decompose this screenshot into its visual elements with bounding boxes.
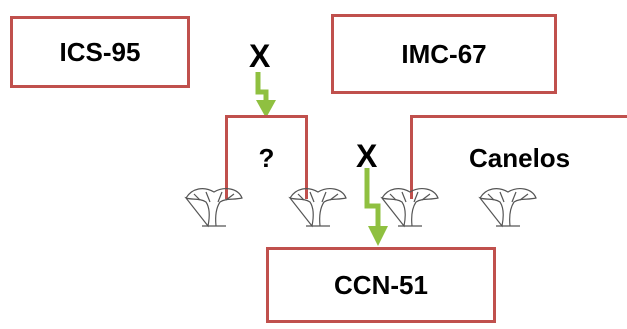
cross-symbol-1: X (249, 38, 271, 74)
cross-symbol-2: X (356, 138, 378, 174)
node-ics95: ICS-95 (10, 16, 190, 88)
tree-icon (380, 188, 439, 228)
cross-arrow-2 (364, 168, 388, 246)
node-unknown-label: ? (258, 143, 275, 173)
node-ccn51-label: CCN-51 (334, 269, 428, 300)
node-canelos-label: Canelos (469, 143, 571, 173)
cross-arrow-1 (255, 72, 276, 118)
node-ics95-label: ICS-95 (59, 36, 141, 67)
node-imc67: IMC-67 (331, 14, 557, 94)
node-imc67-label: IMC-67 (401, 38, 487, 69)
tree-icon (288, 188, 347, 228)
node-ccn51: CCN-51 (266, 247, 496, 323)
tree-icon (478, 188, 537, 228)
node-canelos: Canelos (410, 115, 627, 199)
node-unknown: ? (225, 115, 308, 199)
tree-icon (184, 188, 243, 228)
